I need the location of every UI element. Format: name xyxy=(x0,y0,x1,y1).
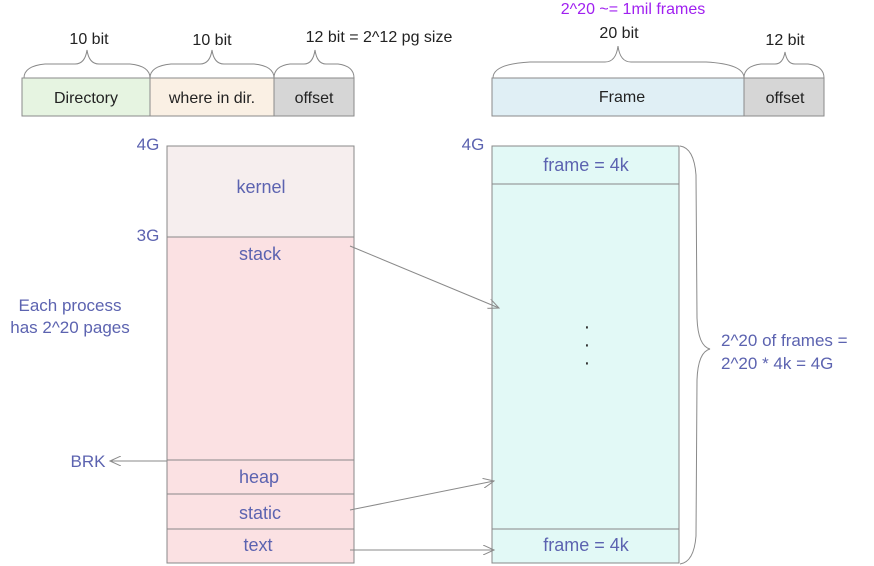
where-in-dir-field xyxy=(149,77,275,117)
frame-field xyxy=(491,77,745,117)
kernel-label: kernel xyxy=(236,177,285,197)
frames-total-note-line2: 2^20 * 4k = 4G xyxy=(721,354,833,373)
frames-count-note: 2^20 ~= 1mil frames xyxy=(561,1,705,18)
physical-offset-field xyxy=(743,77,825,117)
process-pages-note-line1: Each process xyxy=(19,296,122,315)
virtual-address-format: 10 bit 10 bit 12 bit = 2^12 pg size Dire… xyxy=(21,29,453,117)
static-label: static xyxy=(239,503,281,523)
virtual-4g-label: 4G xyxy=(137,135,160,154)
offset-bits-label: 12 bit = 2^12 pg size xyxy=(306,29,453,46)
offset-field xyxy=(273,77,355,117)
physical-offset-brace xyxy=(743,51,825,79)
offset-brace xyxy=(273,49,355,79)
heap-label: heap xyxy=(239,467,279,487)
top-frame-label: frame = 4k xyxy=(543,155,630,175)
virtual-3g-label: 3G xyxy=(137,226,160,245)
physical-address-format: 2^20 ~= 1mil frames 20 bit 12 bit Frame … xyxy=(491,1,825,117)
virtual-memory-outline xyxy=(166,145,355,564)
directory-field-label: Directory xyxy=(54,90,118,107)
where-bits-label: 10 bit xyxy=(192,32,232,49)
offset-field-label: offset xyxy=(295,90,334,107)
bottom-frame-label: frame = 4k xyxy=(543,535,630,555)
physical-offset-bits-label: 12 bit xyxy=(765,32,805,49)
physical-memory: 4G frame = 4k frame = 4k · · · 2^20 of f… xyxy=(462,135,848,565)
user-region xyxy=(167,237,354,563)
directory-bits-label: 10 bit xyxy=(69,31,109,48)
page-mapping-arrows xyxy=(349,245,499,550)
virtual-memory: 4G 3G kernel stack heap static text Each… xyxy=(10,135,355,564)
frame-field-label: Frame xyxy=(599,89,645,106)
frame-brace xyxy=(492,45,745,79)
directory-brace xyxy=(23,49,151,79)
directory-field xyxy=(21,77,151,117)
frames-total-note-line1: 2^20 of frames = xyxy=(721,331,848,350)
physical-memory-outline xyxy=(491,145,680,564)
ellipsis-dot: · xyxy=(584,316,591,338)
ellipsis-dot: · xyxy=(584,334,591,356)
stack-to-frame-arrow xyxy=(349,245,499,308)
physical-memory-region xyxy=(492,146,679,563)
physical-4g-label: 4G xyxy=(462,135,485,154)
physical-offset-field-label: offset xyxy=(766,90,805,107)
brk-label: BRK xyxy=(71,452,107,471)
where-in-dir-label: where in dir. xyxy=(168,90,255,107)
where-brace xyxy=(149,49,275,79)
process-pages-note-line2: has 2^20 pages xyxy=(10,318,130,337)
kernel-region xyxy=(167,146,354,237)
stack-label: stack xyxy=(239,244,282,264)
ellipsis-dot: · xyxy=(584,352,591,374)
frame-bits-label: 20 bit xyxy=(599,25,639,42)
text-segment-label: text xyxy=(243,535,272,555)
static-to-frame-arrow xyxy=(349,481,494,511)
physical-memory-brace xyxy=(679,145,711,565)
